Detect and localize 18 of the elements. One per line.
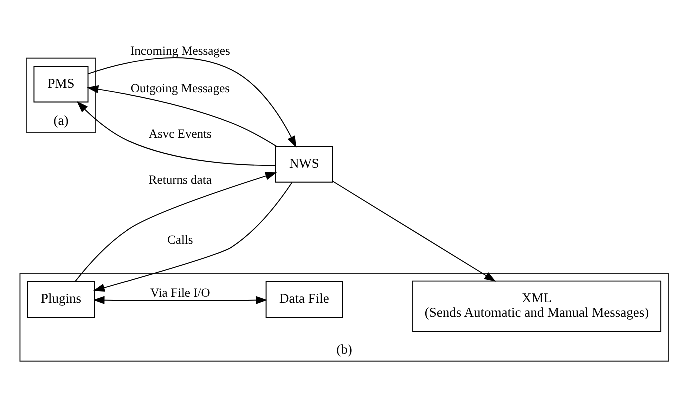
node-box: XML (Sends Automatic and Manual Messages) xyxy=(412,280,662,332)
arrow xyxy=(75,172,278,282)
arrow xyxy=(93,296,268,304)
arrow xyxy=(88,57,297,148)
edge-label: Incoming Messages xyxy=(130,43,230,58)
edge-label: Calls xyxy=(168,232,194,247)
arrow xyxy=(87,84,278,147)
node-box: Data File xyxy=(266,280,344,318)
edge-label: Outgoing Messages xyxy=(130,81,230,96)
edge-label: Returns data xyxy=(148,172,212,187)
arrow xyxy=(332,180,496,282)
arrow xyxy=(76,100,276,166)
node-box: NWS xyxy=(276,146,334,182)
node-box: Plugins xyxy=(27,280,96,318)
node-box: PMS xyxy=(34,66,89,102)
edge-label: Via File I/O xyxy=(150,286,210,300)
arrow xyxy=(93,182,293,292)
edge-label: Asvc Events xyxy=(148,126,212,140)
